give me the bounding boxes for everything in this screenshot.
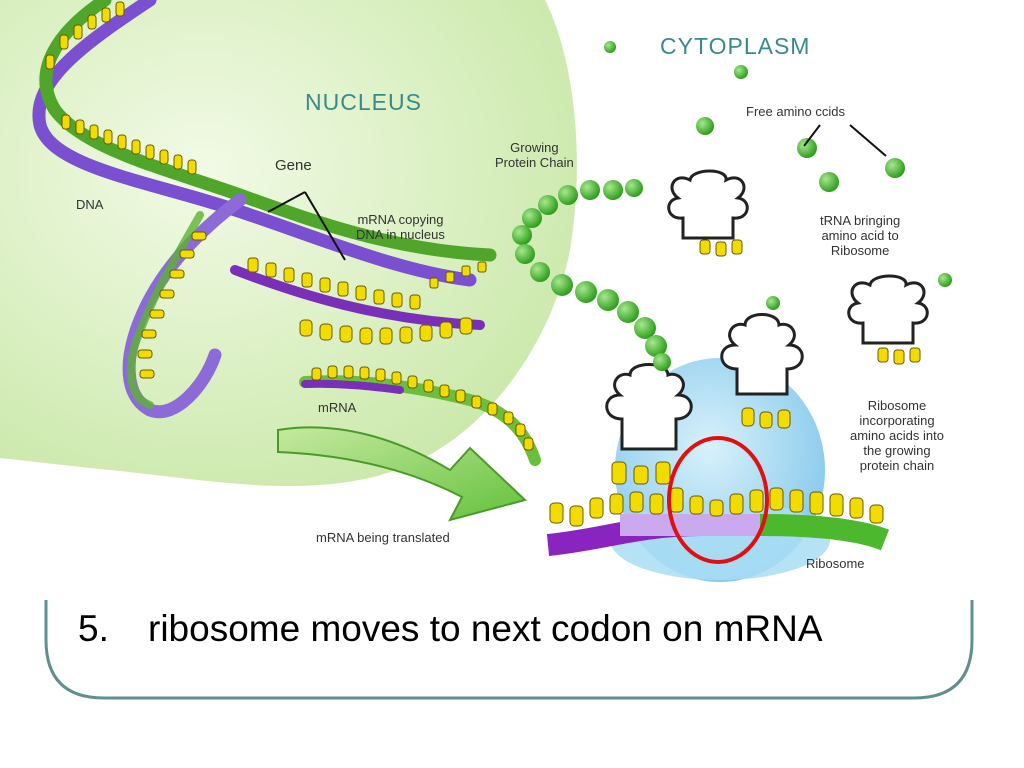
mrna-translated xyxy=(546,407,890,556)
caption-frame xyxy=(44,600,974,700)
codon-highlight-circle xyxy=(667,436,769,564)
nucleus-region xyxy=(0,0,577,486)
mrna-label: mRNA xyxy=(318,400,357,415)
trna-label: tRNA bringing amino acid to Ribosome xyxy=(820,213,901,258)
trna-molecules xyxy=(605,169,929,451)
dna-helix xyxy=(32,0,497,419)
gene-label: Gene xyxy=(275,157,312,174)
ribosome-label: Ribosome xyxy=(806,556,865,571)
translation-arrow xyxy=(277,426,527,522)
gene-strands xyxy=(230,257,487,345)
mrna-translated-label: mRNA being translated xyxy=(316,530,450,545)
caption-text: ribosome moves to next codon on mRNA xyxy=(148,608,823,649)
pointer-lines xyxy=(267,124,887,261)
free-amino-acids xyxy=(604,41,952,310)
ribosome-incorporating-label: Ribosome incorporating amino acids into … xyxy=(850,398,944,473)
mrna-copying-label: mRNA copying DNA in nucleus xyxy=(356,212,445,242)
cytoplasm-label: CYTOPLASM xyxy=(660,33,811,59)
free-amino-acids-label: Free amino ccids xyxy=(746,104,845,119)
dna-label: DNA xyxy=(76,197,104,212)
nucleus-label: NUCLEUS xyxy=(305,89,422,115)
diagram-canvas xyxy=(0,0,952,582)
growing-chain-label: Growing Protein Chain xyxy=(495,140,574,170)
growing-protein-chain xyxy=(512,179,671,371)
mrna-strand xyxy=(299,365,541,466)
caption-number: 5. xyxy=(78,608,109,649)
